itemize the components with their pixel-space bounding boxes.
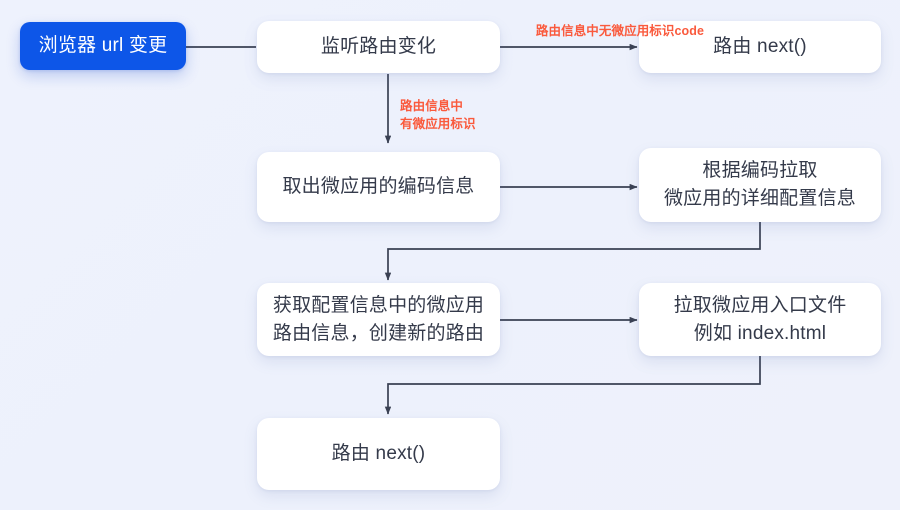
edge-label-has-microapp-code: 路由信息中 有微应用标识 xyxy=(400,99,476,132)
node-route-next-top[interactable]: 路由 next() xyxy=(639,21,881,73)
edge-fetch-entry-to-next-bottom xyxy=(384,356,761,415)
node-fetch-microapp-entry[interactable]: 拉取微应用入口文件 例如 index.html xyxy=(639,283,881,356)
edge-fetch-config-to-create-route xyxy=(384,222,761,281)
edge-label-no-microapp-code: 路由信息中无微应用标识code xyxy=(535,24,705,38)
node-watch-route-change[interactable]: 监听路由变化 xyxy=(257,21,500,73)
node-route-next-bottom[interactable]: 路由 next() xyxy=(257,418,500,490)
node-create-new-route[interactable]: 获取配置信息中的微应用 路由信息，创建新的路由 xyxy=(257,283,500,356)
node-browser-url-change[interactable]: 浏览器 url 变更 xyxy=(20,22,186,70)
node-fetch-microapp-config[interactable]: 根据编码拉取 微应用的详细配置信息 xyxy=(639,148,881,222)
node-extract-microapp-code[interactable]: 取出微应用的编码信息 xyxy=(257,152,500,222)
